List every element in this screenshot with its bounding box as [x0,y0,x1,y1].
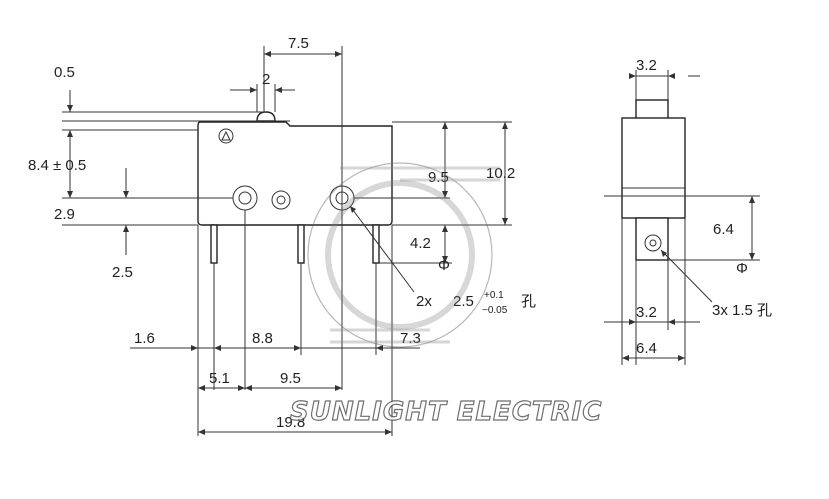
hole-note-value: 2.5 [453,293,474,310]
front-view [197,111,393,264]
dim-19-8: 19.8 [276,414,305,431]
watermark-logo: SUNLIGHT ELECTRIC [289,162,602,428]
hole-note-tol-plus: +0.1 [484,290,504,301]
dim-7-5: 7.5 [288,35,309,52]
hole-note-tol-minus: −0.05 [482,305,508,316]
dim-2: 2 [262,71,270,88]
actuator-button [256,111,276,122]
dim-5-1: 5.1 [209,370,230,387]
dim-2-9: 2.9 [54,206,75,223]
dim-9-5-top: 9.5 [428,169,449,186]
dim-9-5-bottom: 9.5 [280,370,301,387]
terminal-1 [210,224,218,264]
side-hole [644,234,662,252]
dim-8-4: 8.4 ± 0.5 [28,157,86,174]
triangle-mark-icon [221,130,231,141]
dim-0-5: 0.5 [54,64,75,81]
dim-1-6: 1.6 [134,330,155,347]
pin-hole-center [271,190,291,210]
watermark-text: SUNLIGHT ELECTRIC [290,397,602,427]
terminal-2 [297,224,305,264]
dim-7-3: 7.3 [400,330,421,347]
side-hole-note: 3x 1.5 孔 [712,302,772,319]
dim-2-5: 2.5 [112,264,133,281]
side-actuator [635,99,669,121]
side-dimension-labels: 3.2 6.4 Φ 3x 1.5 孔 3.2 6.4 [636,57,772,357]
dim-4-2: 4.2 [410,235,431,252]
side-dim-3-2-bottom: 3.2 [636,304,657,321]
mount-hole-left-inner [238,191,252,205]
hole-note-suffix: 孔 [521,293,536,310]
side-dim-3-2-top: 3.2 [636,57,657,74]
hole-note-prefix: 2x [416,293,432,310]
phi-symbol-right: Φ [736,260,748,277]
side-dim-6-4-bottom: 6.4 [636,340,657,357]
front-dimension-labels: 7.5 0.5 2 8.4 ± 0.5 10.2 9.5 2.9 4.2 2.5… [28,35,536,431]
side-body [621,117,686,219]
dim-8-8: 8.8 [252,330,273,347]
dim-10-2: 10.2 [486,165,515,182]
phi-symbol-left: Φ [438,257,450,274]
pin-hole-center-inner [276,195,286,205]
front-dimension-lines [62,46,512,436]
side-hole-inner [649,239,657,247]
marking-circle [218,128,234,144]
switch-body [197,121,393,226]
side-dim-6-4-right: 6.4 [713,221,734,238]
side-view [604,70,760,365]
